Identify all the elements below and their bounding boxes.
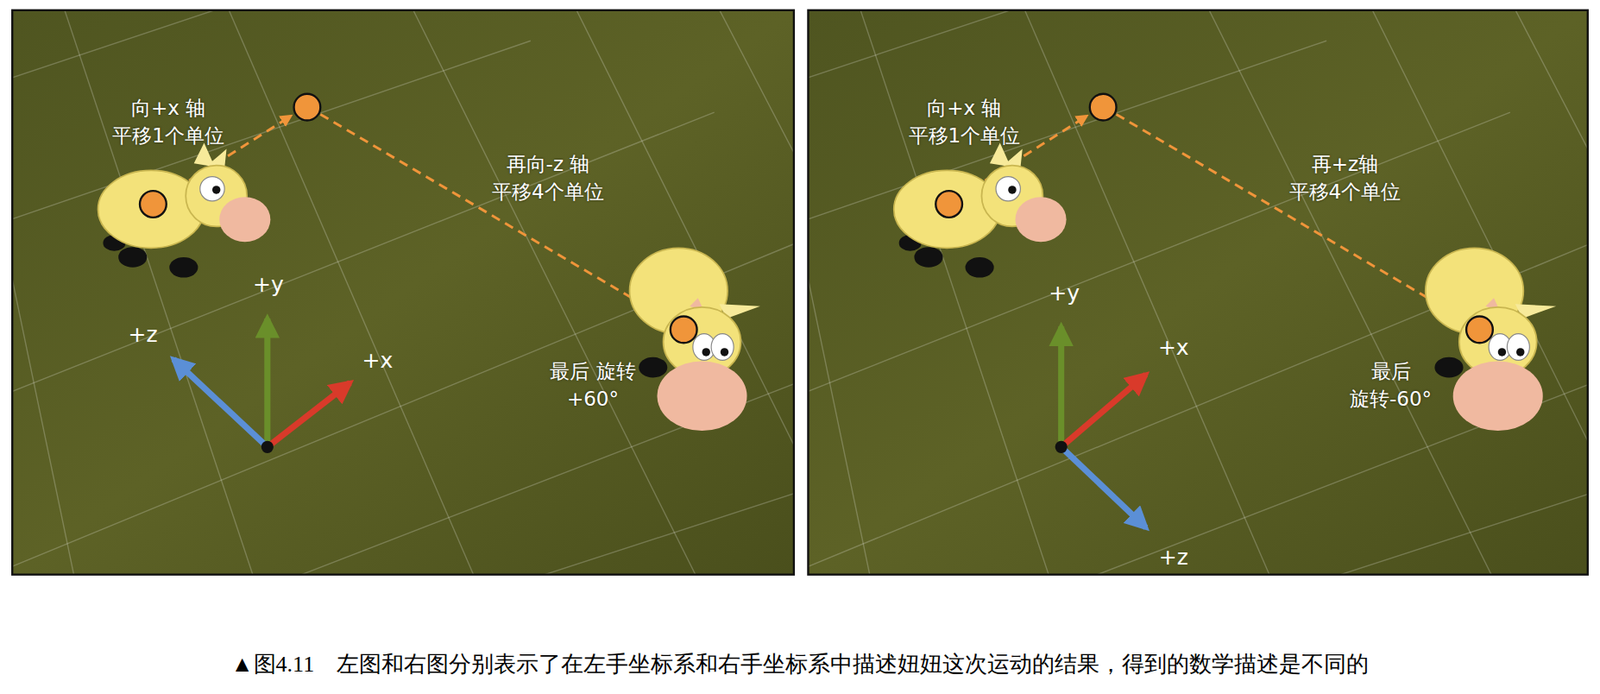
axis-label: +y xyxy=(1048,277,1080,309)
axis-label: +x xyxy=(362,345,394,376)
axis-label: +z xyxy=(127,319,158,350)
axis-label: +y xyxy=(252,269,284,300)
callout-text: 最后 旋转+60° xyxy=(545,357,641,413)
callout-text: 再向-z 轴 平移4个单位 xyxy=(487,150,609,206)
axis-label: +z xyxy=(1159,541,1189,573)
callout-text: 向+x 轴 平移1个单位 xyxy=(903,94,1025,150)
callout-text: 向+x 轴 平移1个单位 xyxy=(107,94,229,150)
callout-text: 再+z轴 平移4个单位 xyxy=(1284,150,1405,206)
axis-label: +x xyxy=(1158,332,1190,363)
callout-text: 最后 旋转-60° xyxy=(1343,357,1439,413)
figure-caption: ▲图4.11 左图和右图分别表示了在左手坐标系和右手坐标系中描述妞妞这次运动的结… xyxy=(231,648,1369,680)
